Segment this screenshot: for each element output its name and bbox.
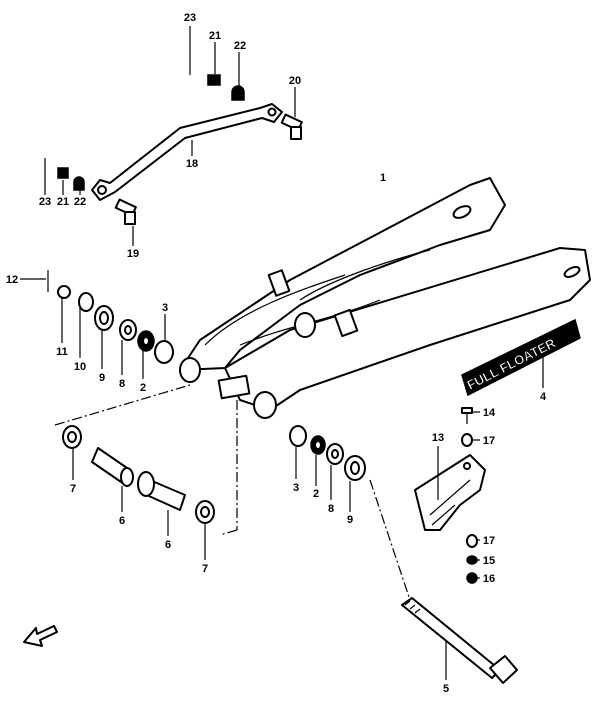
callout-15: 15 bbox=[483, 555, 495, 567]
callout-2: 2 bbox=[140, 382, 146, 394]
washer-10[interactable] bbox=[78, 292, 94, 312]
collar-6-left[interactable] bbox=[91, 447, 134, 487]
callout-6: 6 bbox=[165, 539, 171, 551]
callout-17: 17 bbox=[483, 435, 495, 447]
chain-buffer-13[interactable] bbox=[414, 454, 486, 531]
washer-8-left[interactable] bbox=[119, 319, 137, 341]
nut-16[interactable] bbox=[466, 572, 478, 584]
washer-8-right[interactable] bbox=[326, 443, 344, 465]
collar-6-right[interactable] bbox=[137, 471, 186, 511]
callout-1: 1 bbox=[380, 172, 386, 184]
bearing-3-right[interactable] bbox=[289, 425, 307, 447]
seal-9-left[interactable] bbox=[94, 305, 114, 331]
front-arrow-icon bbox=[23, 625, 58, 647]
bearing-3-left[interactable] bbox=[154, 340, 174, 364]
bearing-2-right[interactable] bbox=[310, 435, 326, 455]
bearing-2-left[interactable] bbox=[137, 330, 155, 352]
callout-20: 20 bbox=[289, 75, 301, 87]
callout-18: 18 bbox=[186, 158, 198, 170]
circlip-11[interactable] bbox=[57, 285, 71, 299]
callout-8: 8 bbox=[328, 503, 334, 515]
decal-full-floater: FULL FLOATER bbox=[461, 318, 581, 397]
callout-2: 2 bbox=[313, 488, 319, 500]
callout-17: 17 bbox=[483, 535, 495, 547]
nut-21-left bbox=[57, 167, 69, 179]
pivot-bolt-5[interactable] bbox=[401, 597, 518, 684]
washer-15[interactable] bbox=[466, 555, 478, 565]
callout-10: 10 bbox=[74, 361, 86, 373]
callout-23: 23 bbox=[184, 12, 196, 24]
bolt-19[interactable] bbox=[114, 198, 137, 225]
callout-14: 14 bbox=[483, 407, 496, 419]
callout-13: 13 bbox=[432, 432, 444, 444]
callout-22: 22 bbox=[234, 40, 246, 52]
seal-9-right[interactable] bbox=[344, 455, 366, 481]
callout-6: 6 bbox=[119, 515, 125, 527]
seal-7-right[interactable] bbox=[195, 500, 215, 524]
screw-14[interactable] bbox=[461, 407, 473, 424]
callout-9: 9 bbox=[347, 514, 353, 526]
swingarm[interactable] bbox=[179, 177, 591, 419]
bolt-20[interactable] bbox=[280, 113, 303, 140]
callout-19: 19 bbox=[127, 248, 139, 260]
nut-21-top bbox=[207, 74, 221, 86]
callout-labels: 23 21 22 20 18 1 23 21 22 19 12 3 11 10 … bbox=[6, 12, 547, 695]
cap-22-top bbox=[231, 85, 245, 101]
callout-23: 23 bbox=[39, 196, 51, 208]
callout-5: 5 bbox=[443, 683, 449, 695]
callout-8: 8 bbox=[119, 378, 125, 390]
torque-link[interactable] bbox=[91, 103, 283, 201]
washer-17-bottom[interactable] bbox=[466, 534, 478, 548]
callout-21: 21 bbox=[209, 30, 221, 42]
cap-22-left bbox=[73, 176, 85, 191]
callout-4: 4 bbox=[540, 391, 547, 403]
callout-22: 22 bbox=[74, 196, 86, 208]
callout-7: 7 bbox=[70, 483, 76, 495]
callout-16: 16 bbox=[483, 573, 495, 585]
callout-3: 3 bbox=[293, 482, 299, 494]
callout-12: 12 bbox=[6, 274, 18, 286]
callout-11: 11 bbox=[56, 346, 68, 358]
callout-21: 21 bbox=[57, 196, 69, 208]
callout-7: 7 bbox=[202, 563, 208, 575]
washer-17-top[interactable] bbox=[461, 433, 473, 447]
callout-3: 3 bbox=[162, 302, 168, 314]
decal-text: FULL FLOATER bbox=[465, 335, 559, 393]
seal-7-left[interactable] bbox=[62, 425, 82, 449]
callout-9: 9 bbox=[99, 372, 105, 384]
